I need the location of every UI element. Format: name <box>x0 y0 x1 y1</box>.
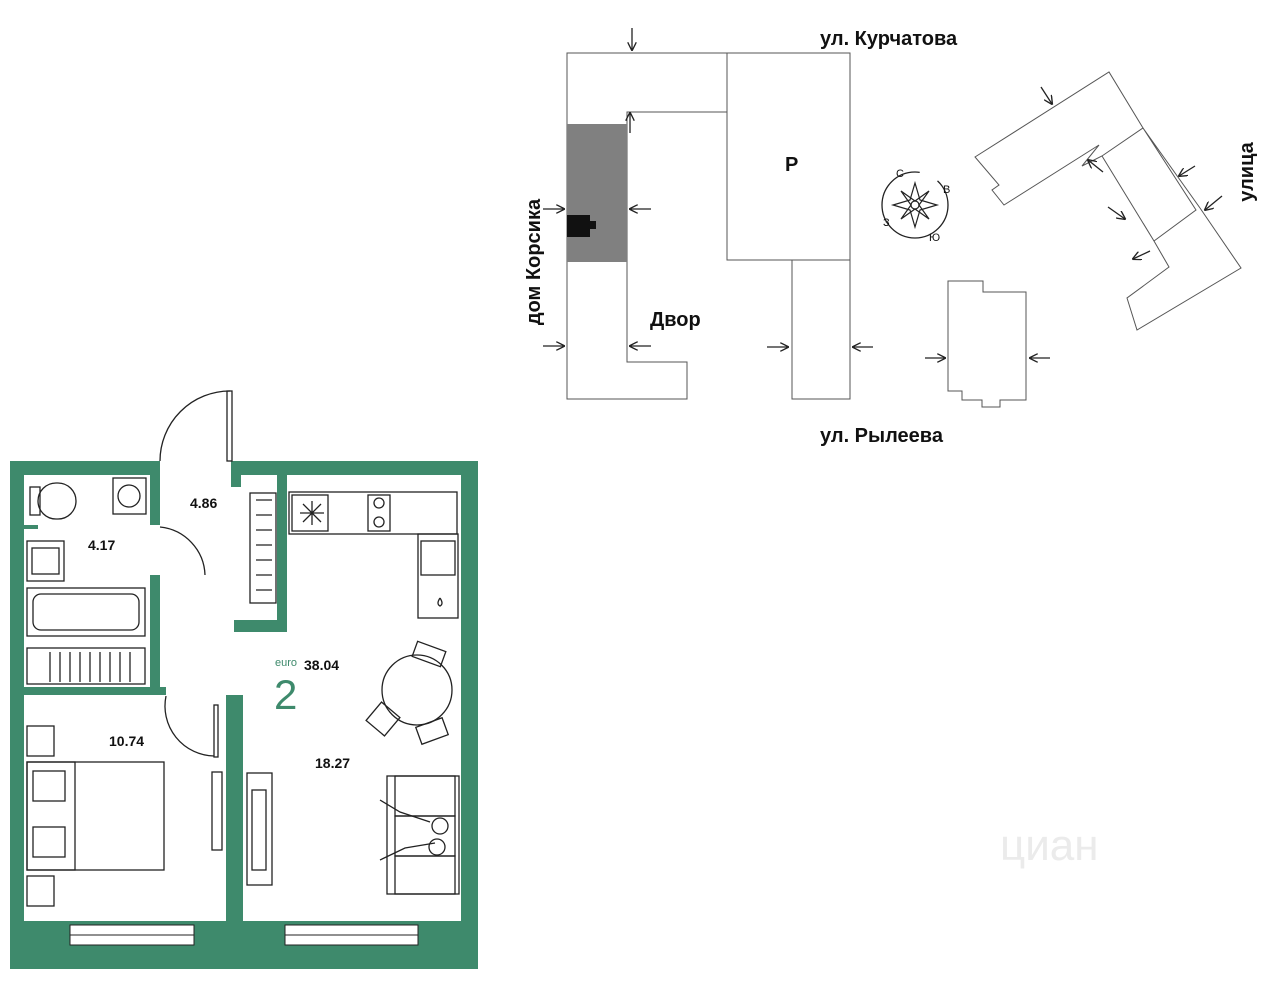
sofa <box>379 775 460 895</box>
floor-plan: 4.86 4.17 10.74 18.27 euro 2 38.04 <box>10 390 478 969</box>
bathroom-area: 4.17 <box>88 537 115 553</box>
street-north-label: ул. Курчатова <box>820 28 958 50</box>
entrance-arrows <box>543 28 1223 358</box>
parking-label: Р <box>785 154 798 176</box>
small-building <box>947 280 1027 408</box>
outer-walls <box>10 461 478 969</box>
total-area: 38.04 <box>304 657 339 673</box>
watermark-text: циан <box>1000 821 1099 870</box>
apartment-type-label: euro <box>275 657 297 669</box>
site-plan: ул. Курчатова ул. Рылеева улица дом Корс… <box>523 28 1258 447</box>
bedroom-furniture <box>26 695 219 907</box>
living-kitchen-area: 18.27 <box>315 755 350 771</box>
hall-area: 4.86 <box>190 495 217 511</box>
rooms-count: 2 <box>274 671 297 718</box>
current-entrance-marker <box>567 215 596 237</box>
east-building <box>974 71 1242 331</box>
compass-n-label: С <box>896 168 904 180</box>
hall-wardrobe <box>249 492 277 604</box>
compass-icon <box>881 171 949 239</box>
entrance-door <box>159 390 233 462</box>
compass-s-label: Ю <box>929 232 940 244</box>
bathroom-fixtures <box>26 477 206 685</box>
street-west-label: дом Корсика <box>523 198 545 325</box>
street-east-label: улица <box>1236 141 1258 201</box>
kitchen-unit <box>288 491 459 619</box>
south-building <box>791 259 851 400</box>
bedroom-area: 10.74 <box>109 733 144 749</box>
courtyard-label: Двор <box>650 309 701 331</box>
compass-e-label: В <box>943 184 950 196</box>
highlighted-section <box>567 124 627 262</box>
street-south-label: ул. Рылеева <box>820 425 944 447</box>
tv-unit <box>211 771 273 886</box>
dining-table <box>365 640 453 746</box>
compass-w-label: З <box>883 217 890 229</box>
